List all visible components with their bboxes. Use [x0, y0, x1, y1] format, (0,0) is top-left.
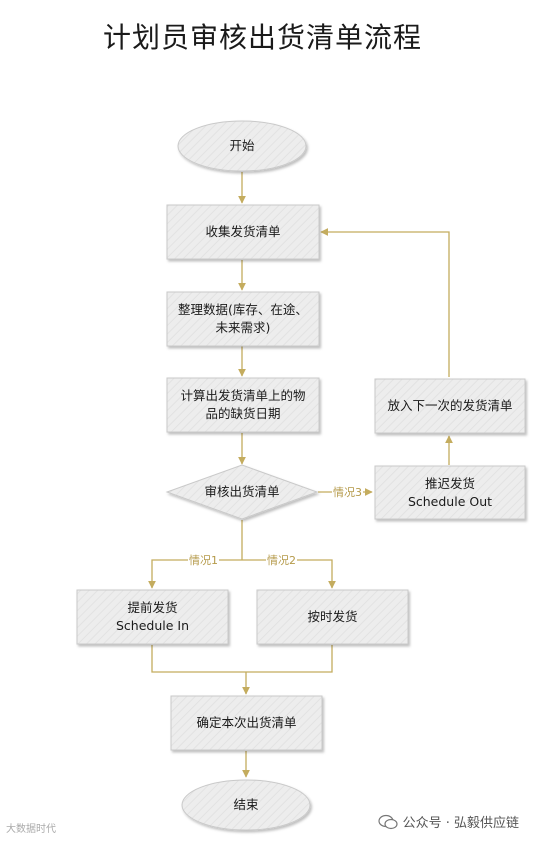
watermark-left: 大数据时代	[6, 820, 56, 835]
calculate-node	[166, 377, 320, 433]
edge-advance-confirm	[151, 645, 246, 673]
wechat-icon	[377, 814, 398, 829]
postpone-node	[374, 465, 526, 520]
edge-nextlist-collect	[320, 228, 450, 377]
organize-node	[166, 291, 320, 347]
start-node	[177, 120, 307, 172]
collect-node	[166, 204, 320, 260]
review-decision	[165, 464, 319, 520]
edge-ontime-confirm	[246, 645, 333, 673]
advance-node	[76, 589, 229, 645]
end-node	[181, 779, 311, 831]
watermark-left-text: 大数据时代	[6, 824, 56, 835]
nextlist-node	[374, 378, 526, 434]
edge-label-case2: 情况2	[266, 554, 297, 567]
edge-label-case1: 情况1	[188, 554, 219, 567]
watermark-right-text: 公众号 · 弘毅供应链	[402, 816, 519, 831]
edge-label-case3: 情况3	[332, 486, 363, 499]
watermark-right: 公众号 · 弘毅供应链	[377, 812, 519, 831]
page-title: 计划员审核出货清单流程	[102, 21, 422, 54]
confirm-node	[170, 695, 323, 751]
ontime-node	[256, 589, 409, 645]
